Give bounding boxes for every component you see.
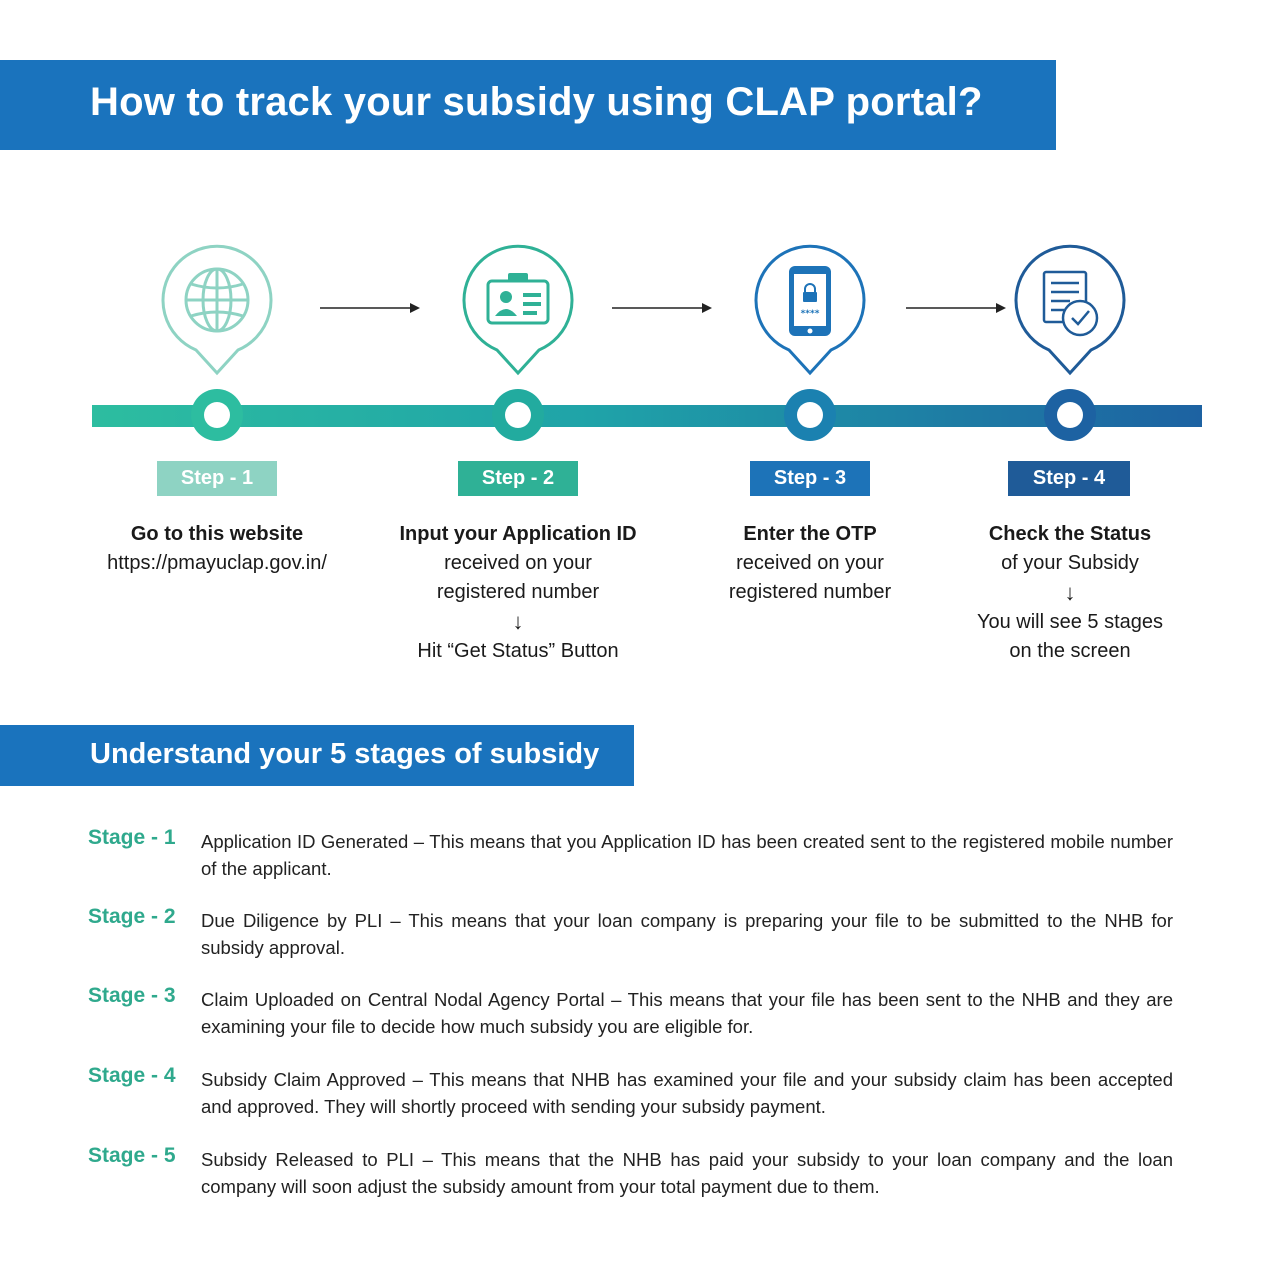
arrow-icon (906, 303, 1006, 313)
step-4-badge: Step - 4 (1008, 461, 1130, 496)
step-4-after: You will see 5 stages (976, 611, 1164, 633)
step-3-description: Enter the OTP received on your registere… (670, 520, 950, 607)
step-2-after: Hit “Get Status” Button (417, 640, 619, 662)
arrow-icon (612, 303, 712, 313)
step-4-after: on the screen (1009, 640, 1131, 662)
steps-timeline: **** (92, 244, 1202, 441)
arrow-icon (320, 303, 420, 313)
down-arrow-icon: ↓ (512, 609, 524, 634)
step-1-title: Go to this website (130, 523, 304, 545)
stage-label: Stage - 3 (88, 984, 176, 1007)
stage-label: Stage - 1 (88, 826, 176, 849)
step-2-line: registered number (436, 581, 600, 603)
id-card-icon (486, 273, 550, 325)
step-3-bubble: **** (754, 244, 866, 441)
timeline-bar (92, 405, 1202, 427)
page-title: How to track your subsidy using CLAP por… (90, 80, 983, 124)
stage-label: Stage - 5 (88, 1144, 176, 1167)
stage-description: Claim Uploaded on Central Nodal Agency P… (201, 989, 1173, 1037)
step-2-badge: Step - 2 (458, 461, 578, 496)
stages-title: Understand your 5 stages of subsidy (90, 738, 600, 770)
stage-description: Subsidy Claim Approved – This means that… (201, 1069, 1173, 1117)
down-arrow-icon: ↓ (1064, 580, 1076, 605)
step-2-title: Input your Application ID (399, 523, 637, 545)
document-check-icon (1042, 270, 1099, 337)
step-2-line: received on your (444, 552, 592, 574)
stage-description: Subsidy Released to PLI – This means tha… (201, 1149, 1173, 1197)
step-3-badge: Step - 3 (750, 461, 870, 496)
step-2-bubble (462, 244, 574, 441)
step-4-bubble (1014, 244, 1126, 441)
stages-banner: Understand your 5 stages of subsidy (0, 725, 634, 786)
step-1-description: Go to this website https://pmayuclap.gov… (77, 520, 357, 578)
step-4-line: of your Subsidy (1001, 552, 1139, 574)
stage-label: Stage - 2 (88, 905, 176, 928)
mobile-lock-icon: **** (789, 266, 831, 336)
step-1-bubble (161, 244, 273, 441)
step-4-title: Check the Status (988, 523, 1152, 545)
website-link[interactable]: https://pmayuclap.gov.in/ (107, 552, 327, 574)
step-3-line: received on your (736, 552, 884, 574)
step-2-description: Input your Application ID received on yo… (378, 520, 658, 666)
stage-description: Due Diligence by PLI – This means that y… (201, 910, 1173, 958)
step-1-badge: Step - 1 (157, 461, 277, 496)
step-4-description: Check the Status of your Subsidy ↓ You w… (930, 520, 1210, 666)
svg-text:****: **** (801, 309, 820, 319)
globe-icon (184, 267, 250, 333)
step-3-title: Enter the OTP (743, 523, 877, 545)
step-3-line: registered number (728, 581, 892, 603)
stage-label: Stage - 4 (88, 1064, 176, 1087)
title-banner: How to track your subsidy using CLAP por… (0, 60, 1056, 150)
stage-description: Application ID Generated – This means th… (201, 831, 1173, 879)
